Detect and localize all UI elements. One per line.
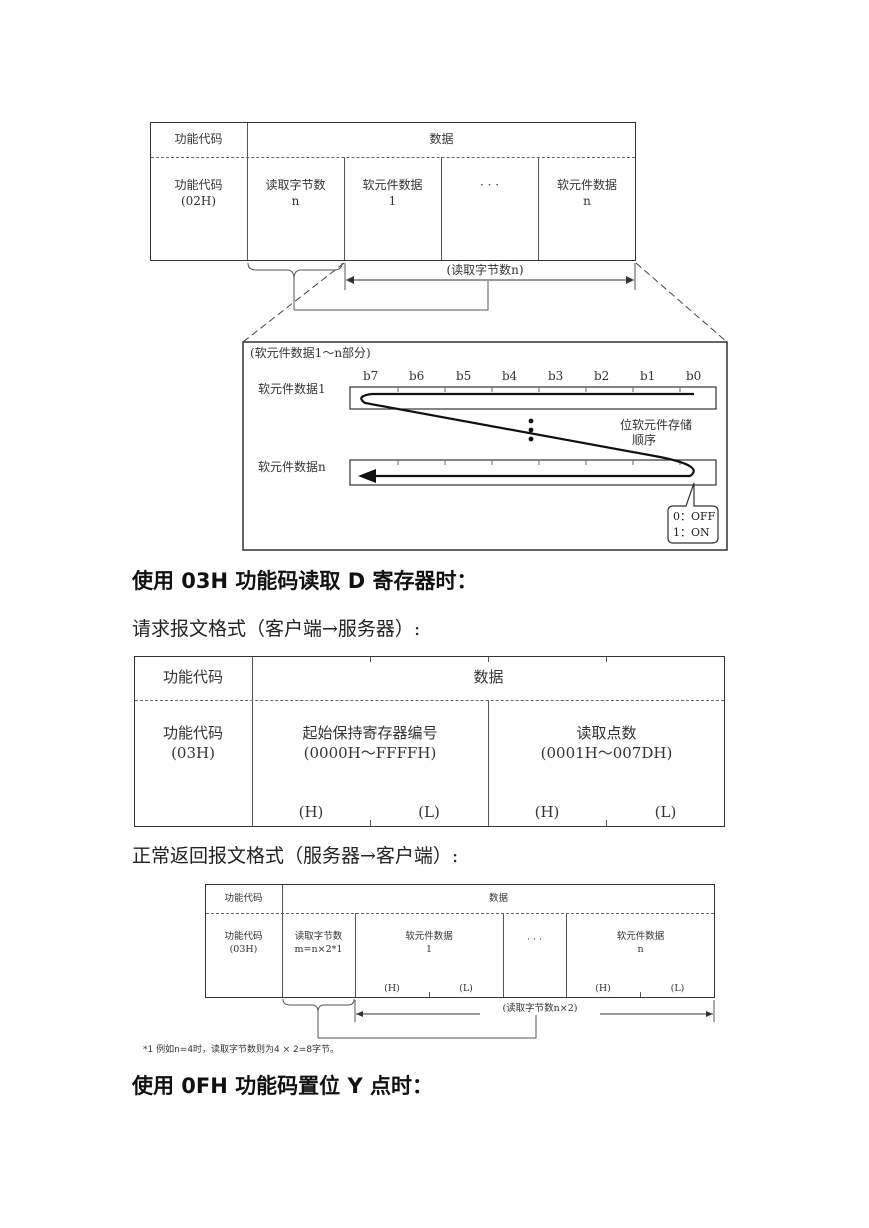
bit-label-b6: b6	[409, 369, 425, 383]
table1-datan-label: 软元件数据	[556, 178, 617, 192]
table3-func-label: 功能代码	[224, 931, 263, 942]
bit-label-b5: b5	[456, 369, 472, 383]
table1-ellipsis: · · ·	[479, 178, 500, 192]
bit-label-b4: b4	[502, 369, 518, 383]
table2-header-func: 功能代码	[162, 668, 223, 686]
bit-label-b7: b7	[363, 369, 379, 383]
brace	[247, 262, 343, 310]
detail-panel	[242, 341, 728, 551]
bit-bar-n	[349, 459, 717, 486]
table3-datan-label: 软元件数据	[616, 931, 665, 942]
table2-func-label: 功能代码	[162, 724, 223, 742]
table1-func-label: 功能代码	[174, 178, 223, 192]
table3-data1-index: 1	[425, 944, 433, 955]
rown-label: 软元件数据n	[258, 460, 326, 474]
table3-data1-label: 软元件数据	[405, 931, 453, 942]
byte-tick	[640, 992, 641, 997]
bit-label-b3: b3	[548, 369, 564, 383]
storage-order-arrow	[360, 392, 695, 478]
table3-datan-index: n	[637, 944, 644, 955]
byte-tick	[606, 657, 607, 662]
table-03h-response	[205, 884, 715, 998]
table3-ellipsis: · · ·	[526, 934, 543, 945]
table3-span-label: (读取字节数n×2)	[480, 1003, 600, 1015]
section-heading-0fh: 使用 0FH 功能码置位 Y 点时：	[132, 1074, 433, 1098]
value-callout	[667, 482, 719, 544]
table1-header-data: 数据	[429, 132, 454, 146]
table3-bytes-label: 读取字节数	[294, 931, 343, 942]
footnote: *1 例如n=4时，读取字节数则为4 × 2=8字节。	[143, 1045, 340, 1055]
bit-bar-1	[349, 386, 717, 410]
table-divider	[282, 885, 283, 997]
table2-count-low: (L)	[654, 803, 677, 821]
table-divider	[538, 157, 539, 260]
response-caption: 正常返回报文格式（服务器→客户端）:	[132, 845, 459, 867]
table1-datan-index: n	[583, 194, 591, 208]
callout-on: 1：ON	[673, 526, 710, 539]
table-divider	[503, 913, 504, 997]
byte-tick	[370, 820, 371, 826]
table-divider	[247, 123, 248, 260]
bit-order-diagram	[242, 262, 728, 551]
table-divider	[488, 700, 489, 826]
table3-datan-low: (L)	[670, 983, 685, 994]
table3-datan-high: (H)	[595, 983, 611, 994]
table1-data1-index: 1	[388, 194, 397, 208]
table2-func-code: (03H)	[171, 744, 215, 762]
table3-bytes-formula: m=n×2*1	[294, 944, 343, 955]
table1-header-func: 功能代码	[174, 132, 223, 146]
table-divider	[441, 157, 442, 260]
table-divider	[355, 913, 356, 997]
brace	[282, 998, 355, 1038]
table1-func-code: (02H)	[180, 194, 217, 208]
detail-title: (软元件数据1～n部分)	[250, 346, 371, 360]
table-divider	[344, 157, 345, 260]
header-separator	[135, 700, 724, 701]
request-caption: 请求报文格式（客户端→服务器）:	[132, 618, 421, 640]
row1-label: 软元件数据1	[258, 382, 326, 396]
table2-read-count-range: (0001H～007DH)	[540, 744, 673, 762]
byte-tick	[606, 820, 607, 826]
bit-label-b2: b2	[594, 369, 610, 383]
byte-tick	[429, 992, 430, 997]
table2-count-high: (H)	[534, 803, 560, 821]
table-divider	[252, 657, 253, 826]
table1-data1-label: 软元件数据	[362, 178, 423, 192]
bit-label-b0: b0	[686, 369, 702, 383]
bit-label-b1: b1	[640, 369, 656, 383]
section-heading-03h: 使用 03H 功能码读取 D 寄存器时：	[132, 569, 478, 593]
storage-order-label: 位软元件存储	[620, 418, 693, 432]
table2-start-low: (L)	[418, 803, 440, 821]
table-02h	[150, 122, 636, 261]
byte-tick	[370, 657, 371, 662]
table1-bytes-var: n	[291, 194, 300, 208]
table1-span-label: (读取字节数n)	[400, 263, 570, 278]
arrow-head	[358, 469, 376, 483]
table2-header-data: 数据	[473, 668, 504, 686]
table3-header-func: 功能代码	[224, 893, 263, 904]
table2-read-count-label: 读取点数	[576, 724, 637, 742]
response-span-diagram	[282, 998, 715, 1039]
table1-bytes-label: 读取字节数	[265, 178, 326, 192]
table2-start-high: (H)	[298, 803, 324, 821]
byte-tick	[488, 657, 489, 662]
table3-func-code: (03H)	[229, 944, 258, 955]
storage-order-label-2: 顺序	[632, 433, 657, 447]
table-03h-request	[134, 656, 725, 827]
table2-start-register-range: (0000H～FFFFH)	[303, 744, 437, 762]
table3-header-data: 数据	[488, 893, 508, 904]
callout-off: 0：OFF	[673, 510, 716, 523]
header-separator	[206, 913, 714, 914]
header-separator	[151, 157, 635, 158]
table-divider	[566, 913, 567, 997]
table2-start-register-label: 起始保持寄存器编号	[302, 724, 438, 742]
table3-data1-low: (L)	[459, 983, 473, 994]
table3-data1-high: (H)	[384, 983, 400, 994]
